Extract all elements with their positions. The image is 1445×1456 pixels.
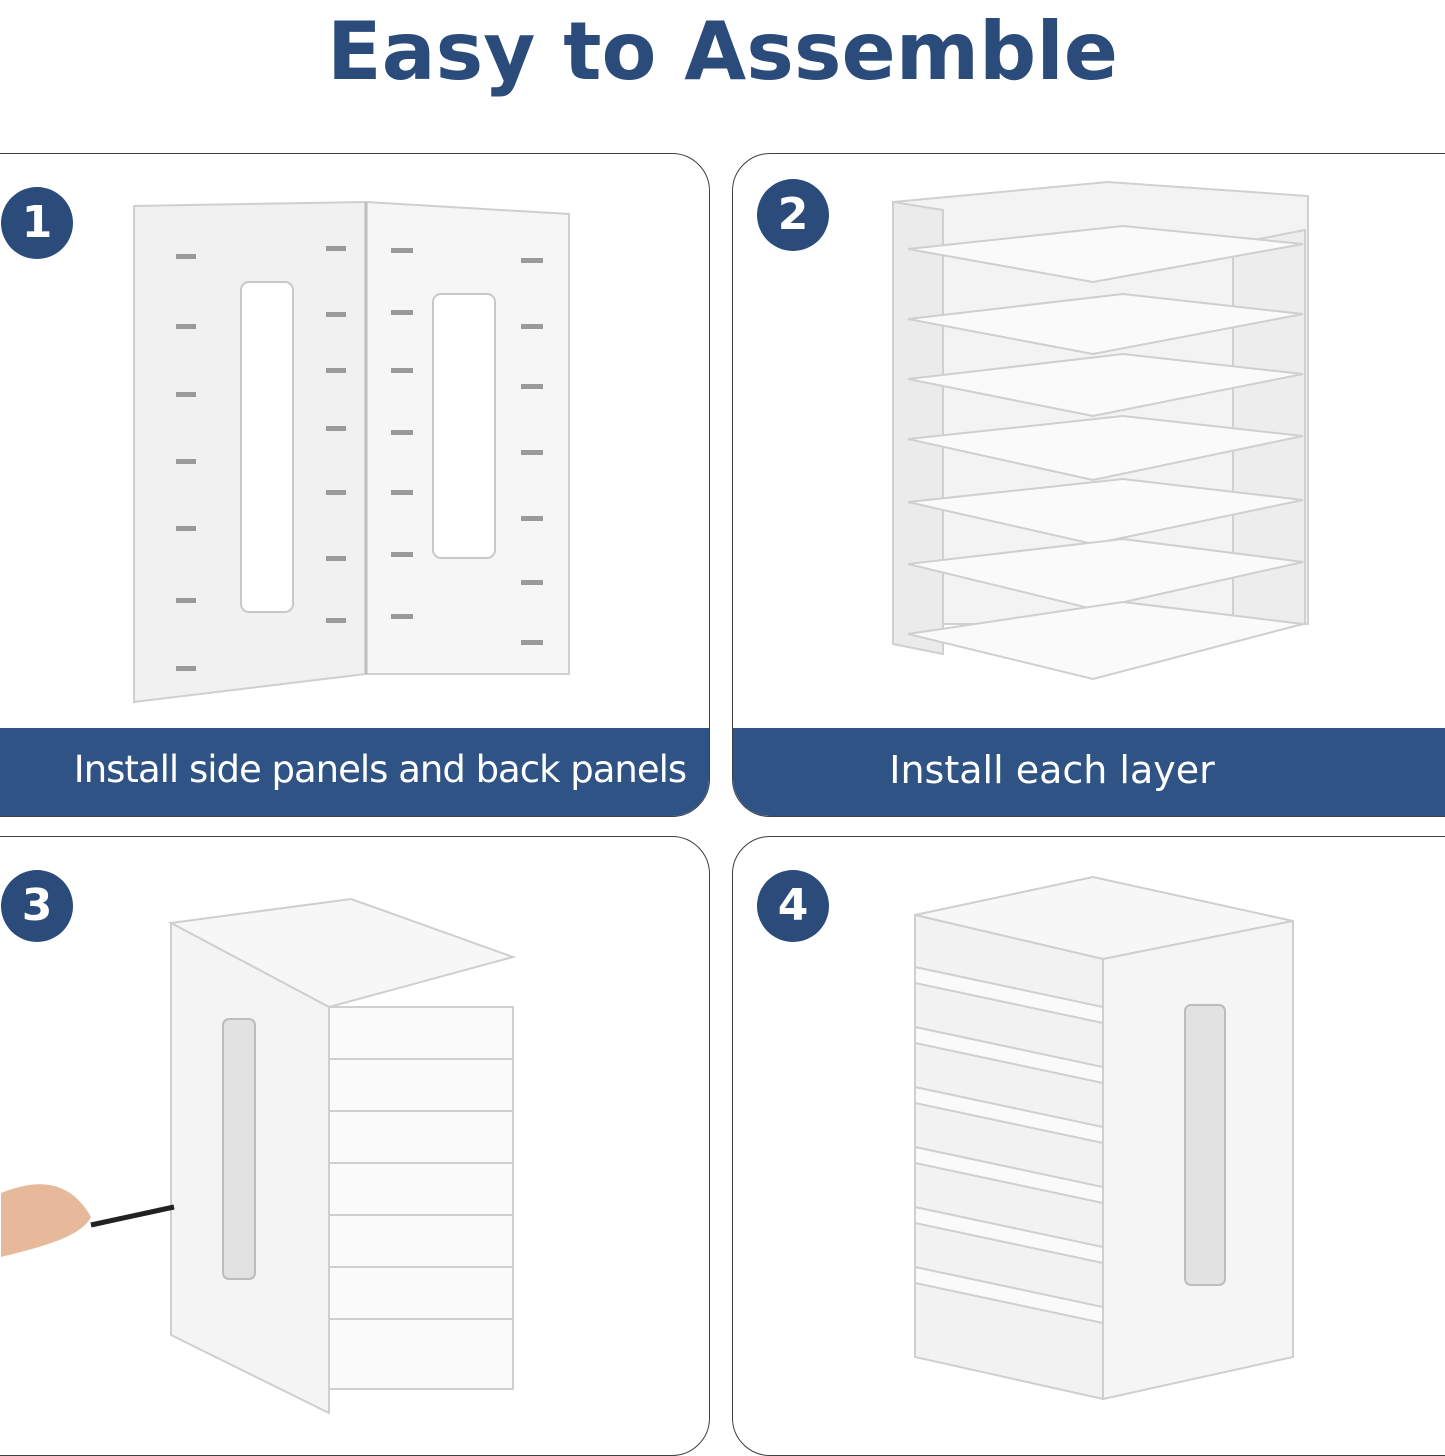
finished-organizer-illustration bbox=[914, 875, 1294, 1401]
step-2-badge: 2 bbox=[757, 179, 829, 251]
step-1-badge: 1 bbox=[1, 187, 73, 259]
step-2-card: 2 Install each layer bbox=[732, 153, 1445, 817]
side-and-back-panels-illustration bbox=[133, 200, 570, 704]
layered-shelves-illustration bbox=[892, 180, 1309, 681]
step-1-card: 1 Install side panels and back p bbox=[0, 153, 710, 817]
step-4-badge: 4 bbox=[757, 870, 829, 942]
page-title: Easy to Assemble bbox=[326, 5, 1118, 98]
step-4-card: 4 bbox=[732, 836, 1445, 1456]
step-3-badge: 3 bbox=[1, 870, 73, 942]
assembled-organizer-with-screwdriver-illustration bbox=[1, 897, 517, 1415]
step-2-caption: Install each layer bbox=[733, 728, 1445, 816]
step-1-caption: Install side panels and back panels bbox=[0, 728, 709, 816]
step-3-card: 3 bbox=[0, 836, 710, 1456]
